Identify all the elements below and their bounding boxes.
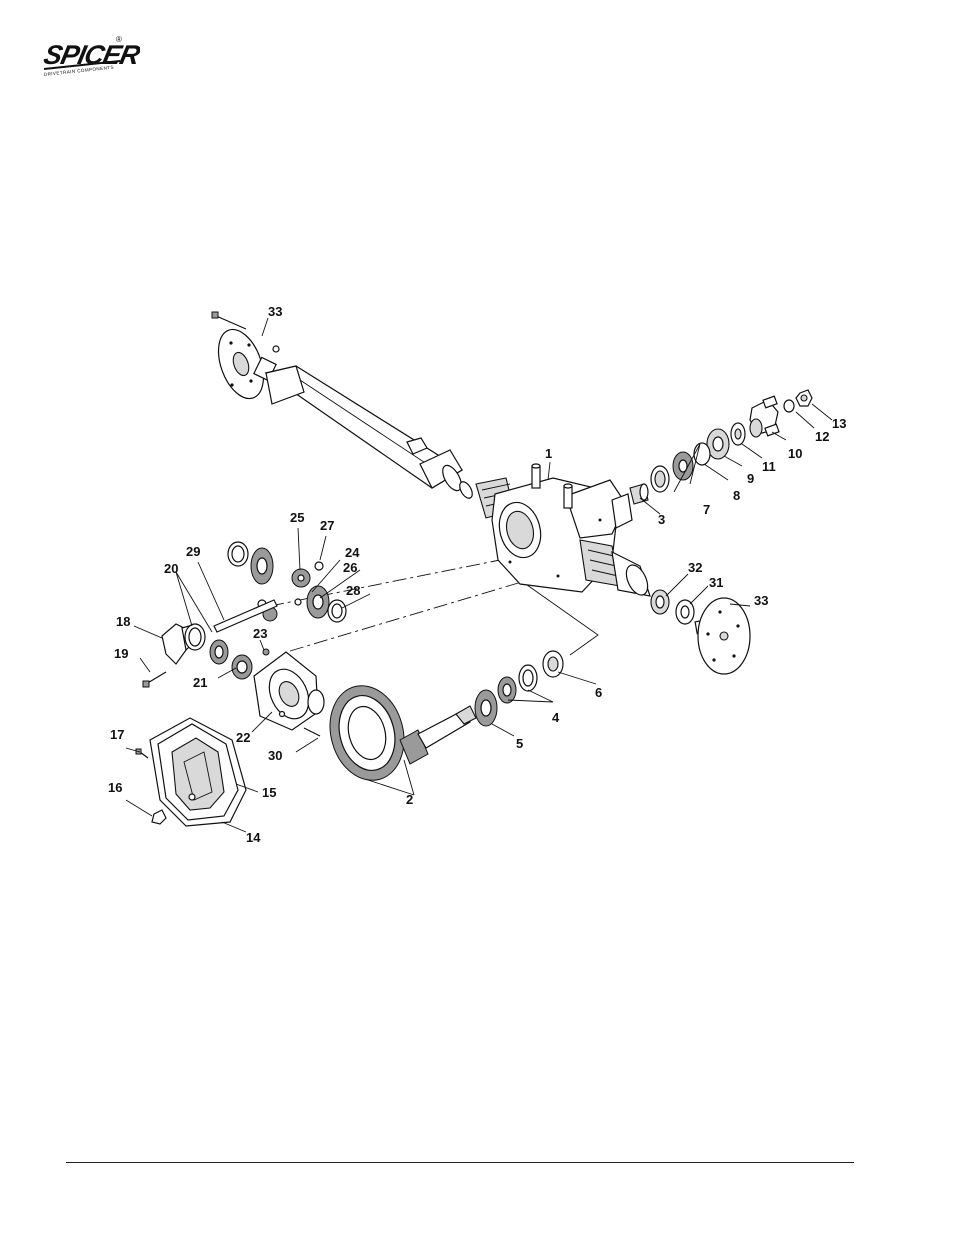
leader-lines	[125, 317, 833, 833]
ring-gear-bolt	[303, 727, 321, 737]
side-gear-thrust-washer-right	[327, 599, 347, 623]
ring-gear	[329, 685, 405, 781]
right-axle-tube	[579, 539, 651, 597]
callout-27: 27	[320, 518, 334, 533]
differential-pinion-gear	[291, 568, 311, 588]
callout-12: 12	[815, 429, 829, 444]
callout-11: 11	[762, 459, 776, 474]
bearing-cap-bolt	[142, 671, 167, 688]
pinion-bearing-cup	[650, 465, 670, 493]
spicer-logo: SPICER ® DRIVETRAIN COMPONENTS	[41, 35, 140, 77]
pinion-oil-seal	[730, 422, 746, 446]
right-axle-shaft-flange	[694, 597, 751, 675]
callout-24: 24	[345, 545, 360, 560]
left-axle-shaft-flange	[217, 328, 277, 400]
left-axle-tube	[264, 365, 515, 519]
callout-14: 14	[246, 830, 261, 845]
callout-28: 28	[346, 583, 360, 598]
differential-case	[253, 651, 325, 731]
fill-plug	[151, 809, 167, 825]
pinion-washer	[783, 399, 795, 413]
callout-30: 30	[268, 748, 282, 763]
differential-side-gear	[250, 547, 274, 585]
flange-bolt	[211, 311, 280, 353]
callout-32: 32	[688, 560, 702, 575]
side-gear-right	[294, 585, 330, 619]
callout-3: 3	[658, 512, 665, 527]
outer-pinion-bearing	[706, 428, 730, 460]
drive-pinion	[399, 705, 477, 765]
inner-pinion-cup	[518, 664, 538, 692]
callout-29: 29	[186, 544, 200, 559]
differential-bearing-cup	[184, 623, 206, 651]
brand-registered: ®	[116, 35, 122, 44]
pinion-depth-shim	[474, 689, 498, 727]
callout-15: 15	[262, 785, 276, 800]
differential-shim	[231, 654, 253, 680]
right-axle-seal	[675, 599, 695, 625]
callout-33-right: 33	[754, 593, 768, 608]
callout-19: 19	[114, 646, 128, 661]
callout-31: 31	[709, 575, 723, 590]
callout-23: 23	[253, 626, 267, 641]
callout-25: 25	[290, 510, 304, 525]
right-axle-bearing	[650, 589, 670, 615]
oil-slinger	[693, 442, 711, 466]
callout-6: 6	[595, 685, 602, 700]
callout-26: 26	[343, 560, 357, 575]
lock-pin	[262, 648, 270, 656]
callout-1: 1	[545, 446, 552, 461]
pinion-oil-baffle	[542, 650, 564, 678]
callout-13: 13	[832, 416, 846, 431]
callout-18: 18	[116, 614, 130, 629]
callout-22: 22	[236, 730, 250, 745]
pinion-thrust-washer	[314, 561, 324, 571]
callout-2: 2	[406, 792, 413, 807]
callout-17: 17	[110, 727, 124, 742]
callout-labels: 1 2 3 4 5 6 7 8 9 10 11 12 13 14 15 16 1…	[108, 304, 846, 845]
callout-5: 5	[516, 736, 523, 751]
callout-21: 21	[193, 675, 207, 690]
cover-bolt	[135, 748, 149, 759]
callout-10: 10	[788, 446, 802, 461]
pinion-collapsible-spacer	[629, 483, 649, 505]
differential-bearing-cone	[209, 639, 229, 665]
callout-7: 7	[703, 502, 710, 517]
side-gear-thrust-washer	[227, 541, 249, 567]
callout-16: 16	[108, 780, 122, 795]
pinion-yoke	[749, 395, 780, 438]
pinion-bearing-cone	[672, 451, 694, 481]
callout-33-left: 33	[268, 304, 282, 319]
pinion-shaft	[213, 599, 278, 633]
callout-20: 20	[164, 561, 178, 576]
differential-cover	[157, 723, 239, 821]
callout-9: 9	[747, 471, 754, 486]
inner-pinion-bearing	[497, 676, 517, 704]
callout-4: 4	[552, 710, 560, 725]
pinion-nut	[795, 389, 813, 407]
callout-8: 8	[733, 488, 740, 503]
footer-rule	[66, 1162, 854, 1163]
